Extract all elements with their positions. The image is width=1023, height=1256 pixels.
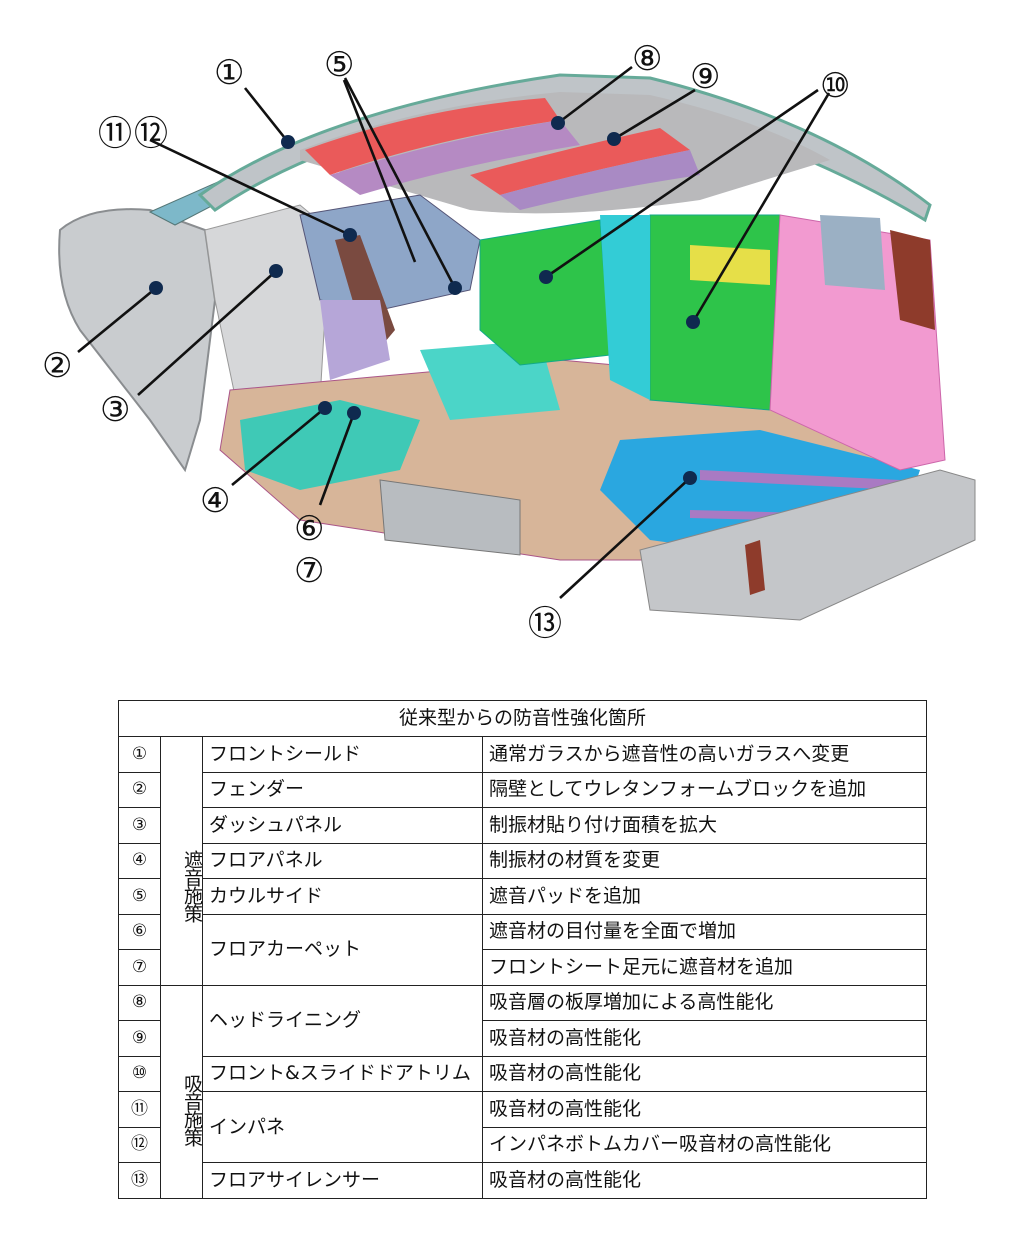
measure-description: 吸音材の高性能化 [481,1162,928,1199]
rear-reflector [745,540,765,595]
callout-10: ⑩ [820,66,850,106]
row-number: ⑫ [118,1126,161,1163]
part-name: フロントシールド [202,736,483,773]
row-number: ② [118,771,161,808]
part-name: カウルサイド [202,878,483,915]
headliner-purple-strip-2 [500,150,700,210]
vehicle-cutaway-diagram: ① ② ③ ④ ⑤ ⑥ ⑦ ⑧ ⑨ ⑩ ⑪ ⑫ ⑬ [42,39,976,644]
table-row: ⑪ インパネ 吸音材の高性能化 [118,1091,928,1163]
measure-description: 制振材貼り付け面積を拡大 [481,807,928,844]
measure-description: 吸音材の高性能化 [481,1091,928,1128]
side-sill [379,479,521,556]
floor-teal-front [240,400,420,490]
callout-3: ③ [100,390,130,430]
group-label-insulation: 遮音施策 [160,736,203,986]
rear-window [820,215,885,290]
part-name: フロント&スライドドアトリム [202,1055,483,1092]
callout-12: ⑫ [134,114,168,154]
rear-bumper [639,469,976,621]
row-number: ⑤ [118,878,161,915]
measure-description: 吸音層の板厚増加による高性能化 [481,984,928,1021]
part-name: ヘッドライニング [202,984,483,1057]
table-row: ⑩ フロント&スライドドアトリム 吸音材の高性能化 [118,1055,928,1092]
table-row: ⑬ フロアサイレンサー 吸音材の高性能化 [118,1162,928,1199]
row-number: ⑩ [118,1055,161,1092]
row-number: ⑥ [118,913,161,950]
row-number: ⑧ [118,984,161,1021]
row-number: ⑬ [118,1162,161,1199]
table-title: 従来型からの防音性強化箇所 [117,700,928,737]
part-name: フェンダー [202,771,483,808]
row-number: ① [118,736,161,773]
callout-11: ⑪ [98,114,132,154]
part-name: インパネ [202,1091,483,1163]
measure-description: インパネボトムカバー吸音材の高性能化 [481,1126,928,1163]
row-number: ④ [118,842,161,879]
measure-description: 制振材の材質を変更 [481,842,928,879]
callout-13: ⑬ [528,604,562,644]
table-row: ⑥ フロアカーペット 遮音材の目付量を全面で増加 [118,913,928,986]
headliner-red-strip-1 [305,98,560,175]
floor-rear-purple-rails [690,470,900,523]
front-door-trim [479,219,611,366]
table-row: ① 遮音施策 フロントシールド 通常ガラスから遮音性の高いガラスへ変更 [118,736,928,986]
table-row: ② フェンダー 隔壁としてウレタンフォームブロックを追加 [118,771,928,808]
measure-description: 吸音材の高性能化 [481,1055,928,1092]
table-row: ④ フロアパネル 制振材の材質を変更 [118,842,928,879]
table-title-row: 従来型からの防音性強化箇所 [117,700,928,737]
part-name: フロアサイレンサー [202,1162,483,1199]
measure-description: 吸音材の高性能化 [481,1020,928,1057]
callout-1: ① [214,53,244,93]
vehicle-illustration: ① ② ③ ④ ⑤ ⑥ ⑦ ⑧ ⑨ ⑩ ⑪ ⑫ ⑬ [42,39,976,644]
front-fender [58,208,217,473]
callout-8: ⑧ [632,39,662,79]
callout-labels: ① ② ③ ④ ⑤ ⑥ ⑦ ⑧ ⑨ ⑩ ⑪ ⑫ ⑬ [42,39,850,644]
b-pillar-cyan [600,215,650,400]
measure-description: 通常ガラスから遮音性の高いガラスへ変更 [481,736,928,773]
measure-description: 遮音材の目付量を全面で増加 [481,913,928,950]
leader-lines [77,65,831,599]
callout-5: ⑤ [324,45,354,85]
part-name: フロアパネル [202,842,483,879]
table-row: ③ ダッシュパネル 制振材貼り付け面積を拡大 [118,807,928,844]
part-name: ダッシュパネル [202,807,483,844]
headliner-red-strip-2 [470,128,690,195]
callout-9: ⑨ [690,57,720,97]
leader-dots [149,116,700,485]
row-number: ③ [118,807,161,844]
callout-6: ⑥ [294,509,324,549]
table-row: ⑤ カウルサイド 遮音パッドを追加 [118,878,928,915]
row-number: ⑨ [118,1020,161,1057]
measure-description: 遮音パッドを追加 [481,878,928,915]
group-label-absorption: 吸音施策 [160,984,203,1199]
row-number: ⑦ [118,949,161,986]
table-row: ⑦ フロントシート足元に遮音材を追加 [118,949,928,986]
headliner-purple-strip [330,120,580,195]
table-body: ① 遮音施策 フロントシールド 通常ガラスから遮音性の高いガラスへ変更 ② フェ… [118,736,928,1199]
table-row: ⑨ 吸音材の高性能化 [118,1020,928,1057]
row-number: ⑪ [118,1091,161,1128]
table-row: ⑧ 吸音施策 ヘッドライニング 吸音層の板厚増加による高性能化 [118,984,928,1199]
measure-description: フロントシート足元に遮音材を追加 [481,949,928,986]
callout-4: ④ [200,481,230,521]
rear-pillar-brown [890,230,935,330]
callout-2: ② [42,346,72,386]
door-yellow-panel [690,245,770,285]
callout-7: ⑦ [294,551,324,591]
center-console-purple [320,300,390,380]
slide-door-trim [649,214,781,411]
part-name: フロアカーペット [202,913,483,986]
measure-description: 隔壁としてウレタンフォームブロックを追加 [481,771,928,808]
soundproofing-table: 従来型からの防音性強化箇所 ① 遮音施策 フロントシールド 通常ガラスから遮音性… [117,700,928,1199]
